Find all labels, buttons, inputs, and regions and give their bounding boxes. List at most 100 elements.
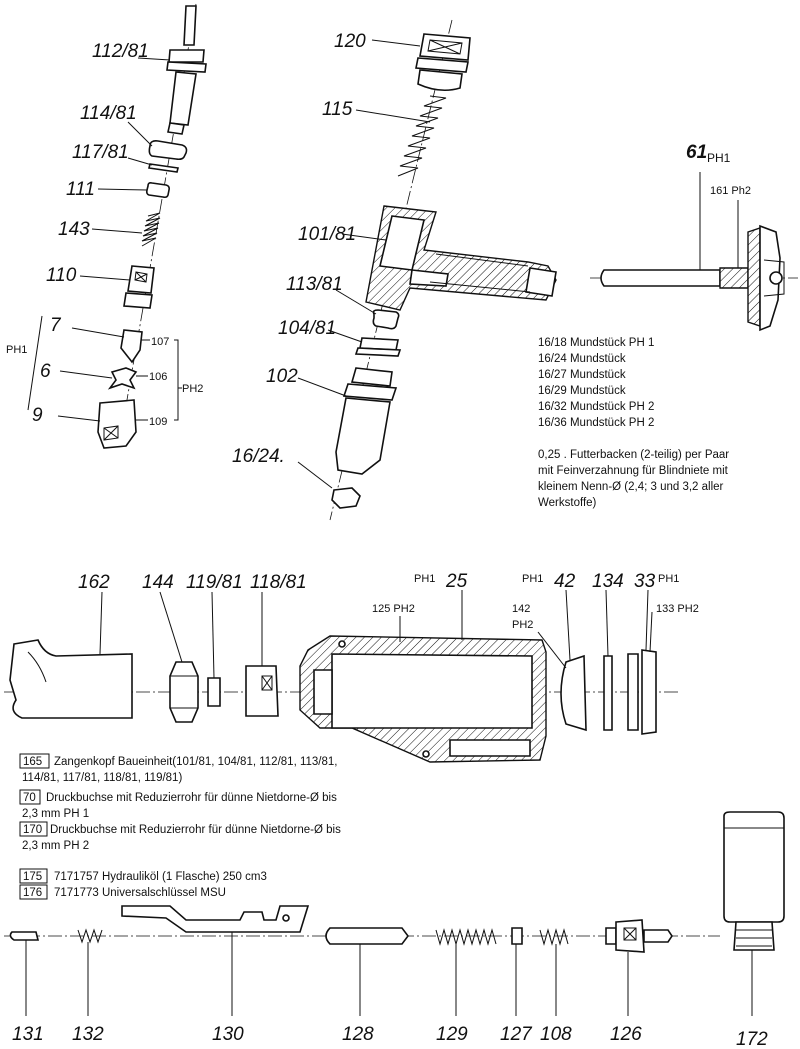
label-33-ph1: PH1 xyxy=(658,573,679,585)
label-102: 102 xyxy=(266,366,298,387)
note-line: 7171757 Hydrauliköl (1 Flasche) 250 cm3 xyxy=(54,871,267,883)
label-108: 108 xyxy=(540,1024,572,1045)
label-106: 106 xyxy=(149,371,167,383)
part-110 xyxy=(123,265,155,309)
mundstueck-line: 16/29 Mundstück xyxy=(538,385,626,397)
label-130: 130 xyxy=(212,1024,244,1045)
label-125-ph2: 125 PH2 xyxy=(372,603,415,615)
part-130-wrench xyxy=(121,905,310,933)
label-143: 143 xyxy=(58,219,90,240)
label-112-81: 112/81 xyxy=(92,41,149,62)
label-114-81: 114/81 xyxy=(80,103,137,124)
part-107 xyxy=(120,329,143,364)
part-114-81 xyxy=(148,140,188,161)
label-104-81: 104/81 xyxy=(278,318,336,339)
note-line: 114/81, 117/81, 118/81, 119/81) xyxy=(22,772,182,784)
label-144: 144 xyxy=(142,572,174,593)
part-109 xyxy=(97,399,137,449)
label-25-ph1: PH1 xyxy=(414,573,435,585)
top-left-stack xyxy=(27,3,207,449)
label-131: 131 xyxy=(12,1024,44,1045)
note-line: mit Feinverzahnung für Blindniete mit xyxy=(538,465,729,477)
top-center-assembly xyxy=(297,19,557,521)
note-line: Zangenkopf Baueinheit(101/81, 104/81, 11… xyxy=(54,756,337,768)
label-132: 132 xyxy=(72,1024,104,1045)
label-161-ph2: 161 Ph2 xyxy=(710,185,751,197)
note-code-176: 176 xyxy=(23,887,42,899)
note-line: kleinem Nenn-Ø (2,4; 3 und 3,2 aller xyxy=(538,481,724,493)
part-25-housing xyxy=(299,635,547,763)
part-104-81 xyxy=(354,337,402,357)
part-101-81-body xyxy=(365,205,557,311)
label-134: 134 xyxy=(592,571,624,592)
middle-row-assembly xyxy=(4,589,680,763)
part-111 xyxy=(145,182,170,199)
label-120: 120 xyxy=(334,31,366,52)
label-61: 61 xyxy=(686,142,707,163)
mundstueck-line: 16/27 Mundstück xyxy=(538,369,626,381)
part-144-nut xyxy=(169,661,199,723)
part-126 xyxy=(605,919,673,953)
note-line: Werkstoffe) xyxy=(538,497,597,509)
note-line: 7171773 Universalschlüssel MSU xyxy=(54,887,226,899)
label-119-81: 119/81 xyxy=(186,572,243,593)
part-118-81 xyxy=(245,665,279,717)
note-line: 0,25 . Futterbacken (2-teilig) per Paar xyxy=(538,449,729,461)
label-142-ph2: PH2 xyxy=(512,619,533,631)
note-line: 2,3 mm PH 1 xyxy=(22,808,89,820)
part-115-spring xyxy=(397,95,447,177)
label-127: 127 xyxy=(500,1024,533,1045)
note-code-175: 175 xyxy=(23,871,42,883)
label-117-81: 117/81 xyxy=(72,142,129,163)
label-115: 115 xyxy=(322,99,353,120)
futterbacken-note: 0,25 . Futterbacken (2-teilig) per Paar … xyxy=(538,449,729,509)
mundstueck-line: 16/24 Mundstück xyxy=(538,353,626,365)
mundstueck-line: 16/18 Mundstück PH 1 xyxy=(538,337,654,349)
label-172: 172 xyxy=(736,1029,768,1049)
part-42 xyxy=(560,654,587,732)
part-61-assembly xyxy=(590,172,798,332)
part-16-24 xyxy=(331,487,361,509)
label-33: 33 xyxy=(634,571,656,592)
bottom-row-parts xyxy=(4,811,785,1016)
mundstueck-line: 16/36 Mundstück PH 2 xyxy=(538,417,654,429)
note-line: 2,3 mm PH 2 xyxy=(22,840,89,852)
part-131 xyxy=(9,931,40,941)
label-9: 9 xyxy=(32,405,43,426)
part-132-spring xyxy=(77,928,103,944)
part-120 xyxy=(415,33,471,92)
part-119-81 xyxy=(207,677,221,707)
label-110: 110 xyxy=(46,265,77,286)
note-line: Druckbuchse mit Reduzierrohr für dünne N… xyxy=(50,824,341,836)
part-143-spring xyxy=(141,212,161,247)
part-106 xyxy=(107,367,138,390)
label-109: 109 xyxy=(149,416,167,428)
label-ph1-left: PH1 xyxy=(6,344,27,356)
label-118-81: 118/81 xyxy=(250,572,307,593)
label-111: 111 xyxy=(66,179,95,200)
mundstueck-list: 16/18 Mundstück PH 1 16/24 Mundstück 16/… xyxy=(538,337,654,429)
part-128-pin xyxy=(325,927,409,945)
label-129: 129 xyxy=(436,1024,468,1045)
label-16-24: 16/24. xyxy=(232,446,285,467)
part-129-spring xyxy=(435,928,497,946)
label-162: 162 xyxy=(78,572,110,593)
part-113-81 xyxy=(372,309,400,330)
part-172-bottle xyxy=(723,811,785,951)
part-102 xyxy=(335,367,398,475)
label-128: 128 xyxy=(342,1024,374,1045)
part-112-81-shaft xyxy=(166,5,207,135)
part-162 xyxy=(9,639,133,719)
note-code-70: 70 xyxy=(23,792,36,804)
part-33 xyxy=(627,649,657,735)
note-line: Druckbuchse mit Reduzierrohr für dünne N… xyxy=(46,792,337,804)
mundstueck-line: 16/32 Mundstück PH 2 xyxy=(538,401,654,413)
parts-notes: 165 Zangenkopf Baueinheit(101/81, 104/81… xyxy=(19,753,341,900)
label-7: 7 xyxy=(50,315,62,336)
part-117-81 xyxy=(148,163,179,173)
part-127 xyxy=(511,927,523,945)
note-code-170: 170 xyxy=(23,824,42,836)
label-126: 126 xyxy=(610,1024,642,1045)
label-ph2-left: PH2 xyxy=(182,383,203,395)
